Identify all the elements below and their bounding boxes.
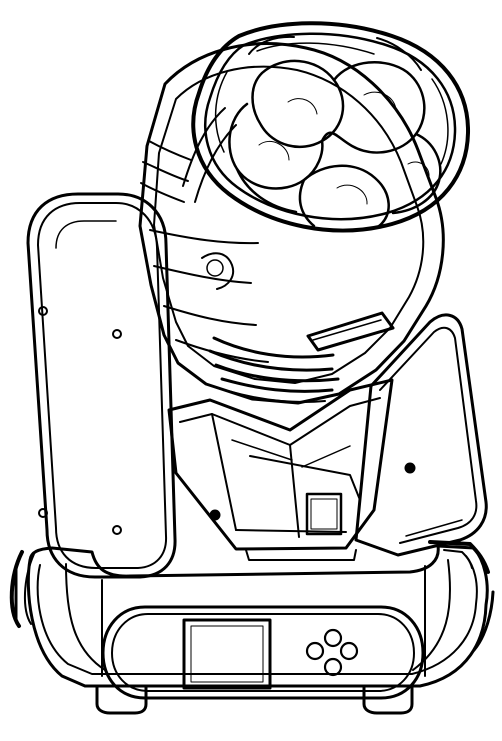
button-up (323, 628, 343, 648)
button-right (339, 641, 359, 661)
base (9, 540, 495, 715)
button-down (323, 657, 343, 677)
foot-left (95, 684, 148, 715)
foot-right (362, 684, 414, 715)
control-panel (101, 605, 425, 700)
right-yoke-arm (354, 313, 488, 557)
button-left (305, 641, 325, 661)
lens-ring (191, 21, 471, 233)
led-lenses (228, 35, 442, 228)
center-mount (167, 378, 394, 561)
left-yoke-arm (26, 192, 177, 579)
display-screen (182, 618, 272, 690)
